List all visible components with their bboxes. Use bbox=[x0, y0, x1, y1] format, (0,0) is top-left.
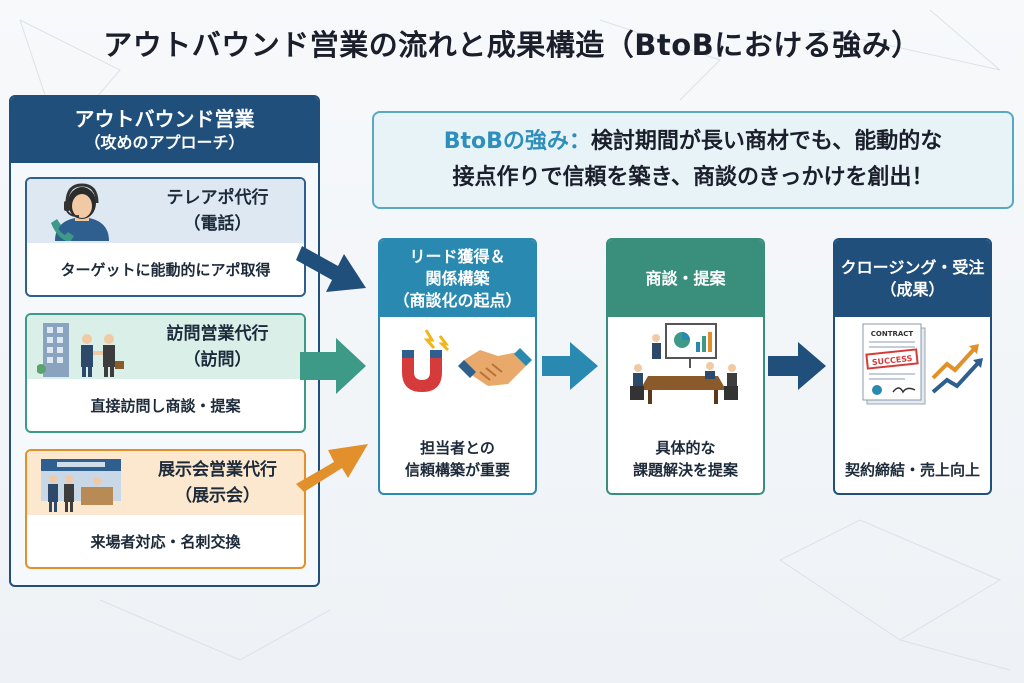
stage-desc-line: 担当者との bbox=[420, 439, 495, 457]
exhibition-booth-icon bbox=[41, 459, 121, 512]
growth-arrow-icon bbox=[931, 344, 983, 394]
headset-operator-icon bbox=[51, 183, 109, 241]
meeting-presentation-icon bbox=[630, 323, 738, 404]
method-name: テレアポ代行 bbox=[166, 188, 269, 208]
stage-header: 商談・提案 bbox=[608, 240, 763, 317]
magnet-icon bbox=[402, 329, 450, 392]
stage-closing: クロージング・受注 （成果） CONTRACT SUCCESS 契約締結・売上向… bbox=[833, 238, 992, 495]
method-channel: （展示会） bbox=[175, 486, 260, 506]
method-name: 訪問営業代行 bbox=[166, 324, 269, 344]
contract-document-icon: CONTRACT SUCCESS bbox=[862, 323, 926, 405]
method-card-visit: 訪問営業代行 （訪問） 直接訪問し商談・提案 bbox=[25, 313, 306, 433]
stage-title: クロージング・受注 bbox=[840, 257, 985, 277]
stage-proposal: 商談・提案 具体的な 課題解決を提案 bbox=[606, 238, 765, 495]
stage-description: 具体的な 課題解決を提案 bbox=[608, 437, 763, 481]
method-channel: （訪問） bbox=[183, 350, 252, 370]
stage-desc-line: 課題解決を提案 bbox=[632, 461, 738, 479]
stage-description: 契約締結・売上向上 bbox=[835, 459, 990, 481]
handshake-icon bbox=[458, 348, 532, 386]
page-title: アウトバウンド営業の流れと成果構造（BtoBにおける強み） bbox=[103, 28, 921, 62]
stage-desc-line: 契約締結・売上向上 bbox=[844, 461, 980, 479]
stage-header: クロージング・受注 （成果） bbox=[835, 240, 990, 317]
stage-title: リード獲得＆ bbox=[409, 246, 506, 266]
method-description: 来場者対応・名刺交換 bbox=[90, 532, 241, 551]
stage-title: 関係構築 bbox=[425, 268, 490, 288]
office-handshake-icon bbox=[37, 323, 124, 377]
outbound-sales-panel: アウトバウンド営業 （攻めのアプローチ） テレアポ代行 （電話） ターゲットに能… bbox=[9, 95, 320, 587]
stage-desc-line: 具体的な bbox=[655, 439, 716, 457]
strength-text-line2: 接点作りで信頼を築き、商談のきっかけを創出！ bbox=[452, 165, 934, 190]
stage-lead-acquisition: リード獲得＆ 関係構築 （商談化の起点） 担当者との 信頼構築が重要 bbox=[378, 238, 537, 495]
method-name: 展示会営業代行 bbox=[158, 460, 277, 480]
stage-header: リード獲得＆ 関係構築 （商談化の起点） bbox=[380, 240, 535, 317]
method-channel: （電話） bbox=[183, 214, 252, 234]
stage-desc-line: 信頼構築が重要 bbox=[404, 461, 510, 479]
outbound-panel-header: アウトバウンド営業 （攻めのアプローチ） bbox=[11, 97, 318, 163]
contract-stamp: SUCCESS bbox=[871, 354, 913, 367]
strength-label: BtoBの強み： bbox=[443, 129, 591, 154]
method-card-exhibition: 展示会営業代行 （展示会） 来場者対応・名刺交換 bbox=[25, 449, 306, 569]
method-card-telephone: テレアポ代行 （電話） ターゲットに能動的にアポ取得 bbox=[25, 177, 306, 297]
contract-title: CONTRACT bbox=[871, 330, 914, 338]
method-description: ターゲットに能動的にアポ取得 bbox=[60, 260, 271, 279]
magnet-handshake-illustration bbox=[402, 329, 532, 392]
btob-strength-callout: BtoBの強み：検討期間が長い商材でも、能動的な 接点作りで信頼を築き、商談のき… bbox=[372, 111, 1014, 209]
strength-text-line1: 検討期間が長い商材でも、能動的な bbox=[590, 129, 943, 154]
stage-title: 商談・提案 bbox=[645, 268, 726, 288]
outbound-heading: アウトバウンド営業 bbox=[74, 107, 255, 131]
stage-description: 担当者との 信頼構築が重要 bbox=[380, 437, 535, 481]
contract-growth-illustration: CONTRACT SUCCESS bbox=[862, 323, 983, 405]
outbound-subheading: （攻めのアプローチ） bbox=[84, 133, 245, 152]
stage-title: （商談化の起点） bbox=[393, 290, 522, 310]
stage-title: （成果） bbox=[880, 279, 945, 299]
method-description: 直接訪問し商談・提案 bbox=[90, 396, 241, 415]
